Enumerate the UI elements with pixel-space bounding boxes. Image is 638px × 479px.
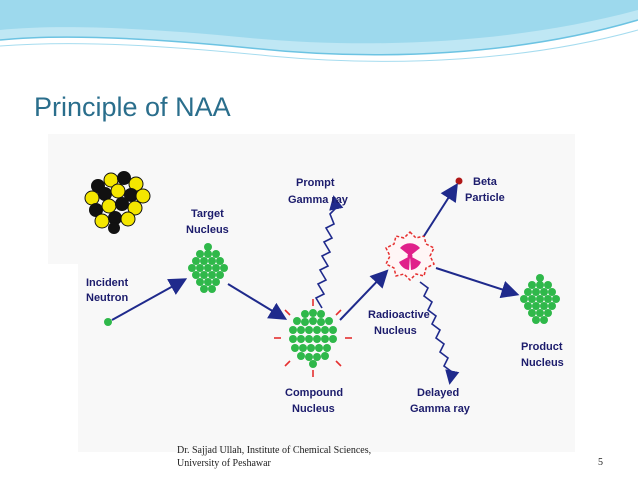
footer-university-line: University of Peshawar xyxy=(177,458,271,469)
arrow-target-to-compound xyxy=(227,283,288,320)
product-nucleus-icon xyxy=(520,274,560,324)
header-decoration xyxy=(0,0,638,80)
diagram-panel-inset xyxy=(48,134,78,264)
slide-title: Principle of NAA xyxy=(34,92,231,122)
arrow-radioactive-to-product xyxy=(435,267,520,299)
prompt-gamma-wave xyxy=(314,195,344,309)
label-prompt-gamma: Prompt Gamma ray xyxy=(288,177,349,206)
label-product-nucleus: Product Nucleus xyxy=(521,341,566,369)
page-number: 5 xyxy=(598,457,603,468)
footer-author-line: Dr. Sajjad Ullah, Institute of Chemical … xyxy=(177,445,372,456)
arrow-compound-to-radioactive xyxy=(339,269,389,321)
label-beta-particle: Beta Particle xyxy=(465,176,505,204)
beta-particle-dot xyxy=(455,177,463,185)
incident-neutron-dot xyxy=(104,318,112,326)
label-incident-neutron: Incident Neutron xyxy=(86,277,131,304)
delayed-gamma-wave xyxy=(419,281,460,385)
label-radioactive-nucleus: Radioactive Nucleus xyxy=(368,309,433,337)
label-target-nucleus: Target Nucleus xyxy=(186,208,229,236)
radiation-symbol-icon xyxy=(399,243,421,270)
arrow-radioactive-to-beta xyxy=(423,182,458,237)
label-compound-nucleus: Compound Nucleus xyxy=(285,387,346,415)
label-delayed-gamma: Delayed Gamma ray xyxy=(410,387,471,415)
arrow-neutron-to-target xyxy=(111,278,188,321)
compound-nucleus-icon xyxy=(274,299,352,377)
target-nucleus-icon xyxy=(188,243,228,293)
radioactive-nucleus-icon xyxy=(384,230,436,282)
nucleon-cluster-icon xyxy=(84,171,151,234)
slide-footer: Dr. Sajjad Ullah, Institute of Chemical … xyxy=(177,444,371,470)
